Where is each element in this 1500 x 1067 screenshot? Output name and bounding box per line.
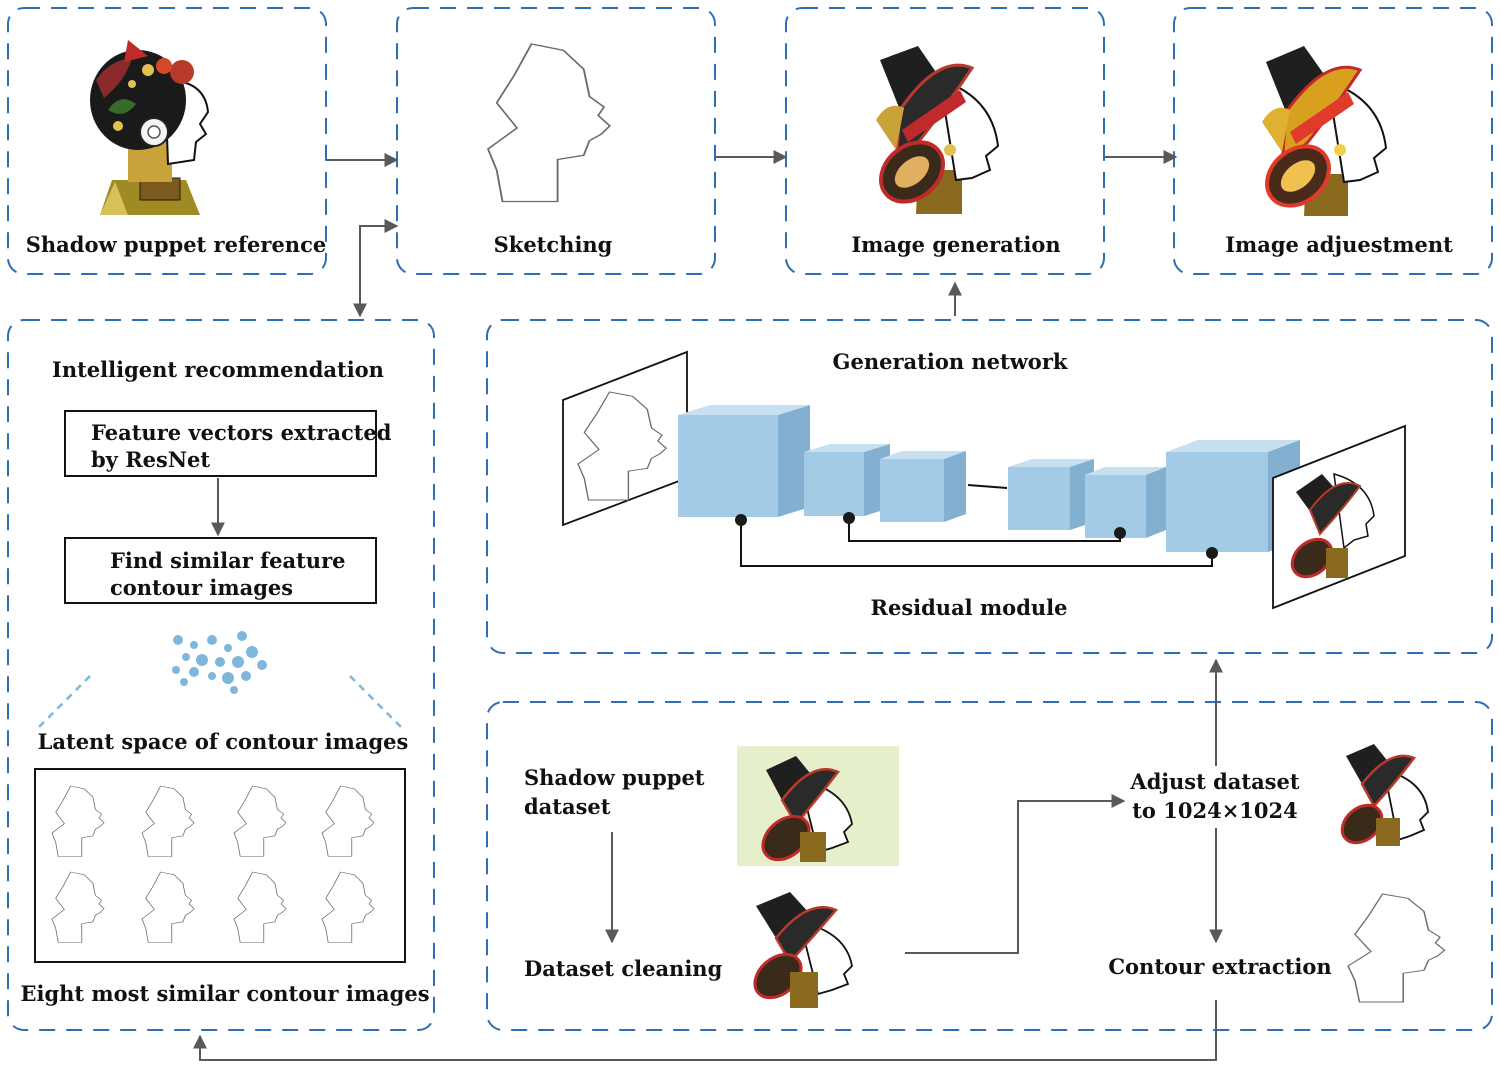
panel-generation-network: [486, 319, 1493, 654]
find-similar-text-line2: contour images: [110, 575, 293, 600]
extracted-contour-image: [1347, 893, 1446, 1003]
bottleneck-link: [967, 484, 1008, 489]
residual-node-1: [735, 514, 747, 526]
encoder-block-3: [880, 451, 966, 522]
network-output-puppet: [1272, 424, 1406, 610]
latent-guide-right: [349, 675, 405, 731]
stage-generation-label: Image generation: [851, 232, 1060, 257]
resnet-feature-box: [64, 410, 377, 477]
generation-network-title: Generation network: [833, 349, 1068, 374]
stage-adjustment-label: Image adjuestment: [1225, 232, 1453, 257]
recommendation-title: Intelligent recommendation: [52, 357, 384, 382]
generated-puppet-image: [876, 46, 1000, 214]
panel-generation: [785, 7, 1105, 275]
similar-contours-frame: [34, 768, 406, 963]
arrow-recommendation-sketching: [353, 219, 399, 318]
resized-puppet-image: [1340, 744, 1429, 846]
adjusted-puppet-image: [1262, 46, 1388, 216]
sketch-outline-image: [487, 43, 611, 203]
find-similar-text-line1: Find similar feature: [110, 548, 346, 573]
residual-node-2: [843, 512, 855, 524]
arrow-contour-to-recommendation: [193, 1000, 1217, 1061]
residual-node-4: [1206, 547, 1218, 559]
adjust-dataset-label-line1: Adjust dataset: [1129, 769, 1299, 794]
stage-sketching-label: Sketching: [494, 232, 613, 257]
stage-reference-label: Shadow puppet reference: [26, 232, 326, 257]
encoder-block-1: [678, 405, 810, 517]
resnet-feature-text-line2: by ResNet: [91, 447, 210, 472]
latent-guide-left: [35, 675, 91, 731]
reference-puppet-image: [90, 40, 210, 215]
decoder-block-2: [1085, 467, 1166, 538]
latent-space-dots: [172, 631, 267, 694]
panel-adjustment: [1173, 7, 1493, 275]
network-input-sketch: [562, 350, 688, 527]
panel-dataset: [486, 701, 1493, 1031]
resnet-feature-text-line1: Feature vectors extracted: [91, 420, 392, 445]
dataset-source-label-line2: dataset: [524, 794, 611, 819]
decoder-block-1: [1008, 459, 1094, 530]
cleaned-dataset-image: [753, 892, 853, 1008]
residual-module-label: Residual module: [871, 595, 1068, 620]
latent-space-label: Latent space of contour images: [38, 729, 409, 754]
residual-node-3: [1114, 527, 1126, 539]
panel-reference: [7, 7, 327, 275]
dataset-cleaning-label: Dataset cleaning: [524, 956, 723, 981]
residual-skip-outer: [740, 520, 1213, 567]
contour-extraction-label: Contour extraction: [1108, 954, 1331, 979]
encoder-block-2: [804, 444, 890, 516]
panel-sketching: [396, 7, 716, 275]
similar-contours-label: Eight most similar contour images: [20, 981, 429, 1006]
arrow-cleaning-to-adjust: [905, 794, 1126, 954]
panel-recommendation: [7, 319, 435, 1031]
raw-dataset-image: [737, 746, 899, 866]
adjust-dataset-label-line2: to 1024×1024: [1132, 798, 1298, 823]
find-similar-box: [64, 537, 377, 604]
dataset-source-label-line1: Shadow puppet: [524, 765, 705, 790]
